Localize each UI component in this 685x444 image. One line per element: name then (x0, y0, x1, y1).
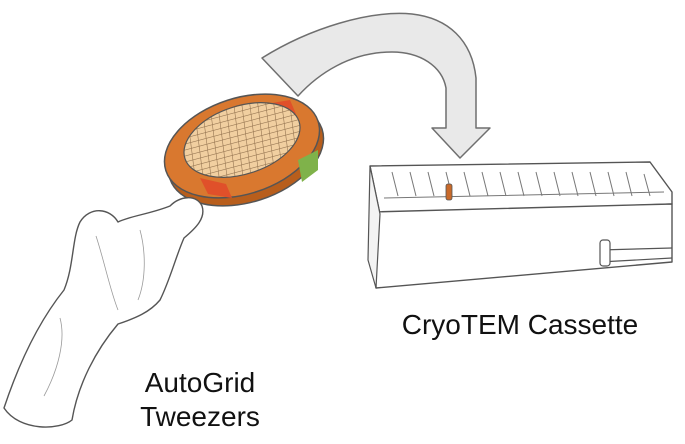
cassette-label: CryoTEM Cassette (401, 309, 639, 340)
arrow-body (261, 12, 491, 159)
cassette-side (367, 165, 381, 289)
cassette-grid-clip (445, 183, 453, 201)
curved-transfer-arrow-icon (261, 12, 491, 159)
hand-shading (43, 229, 145, 397)
autogrid-disc-icon (163, 89, 325, 207)
tweezers-label-line2: Tweezers (140, 401, 260, 432)
tweezers-label-line1: AutoGrid (144, 367, 256, 398)
hand-outline (3, 197, 204, 428)
cassette-icon (367, 161, 673, 289)
marker-red-bottom (200, 178, 232, 198)
tweezers-label: AutoGrid Tweezers (100, 366, 300, 434)
marker-green (298, 150, 318, 182)
cassette-latch (599, 239, 673, 267)
tweezers-hand-icon (3, 197, 204, 428)
cassette-front (371, 203, 673, 289)
